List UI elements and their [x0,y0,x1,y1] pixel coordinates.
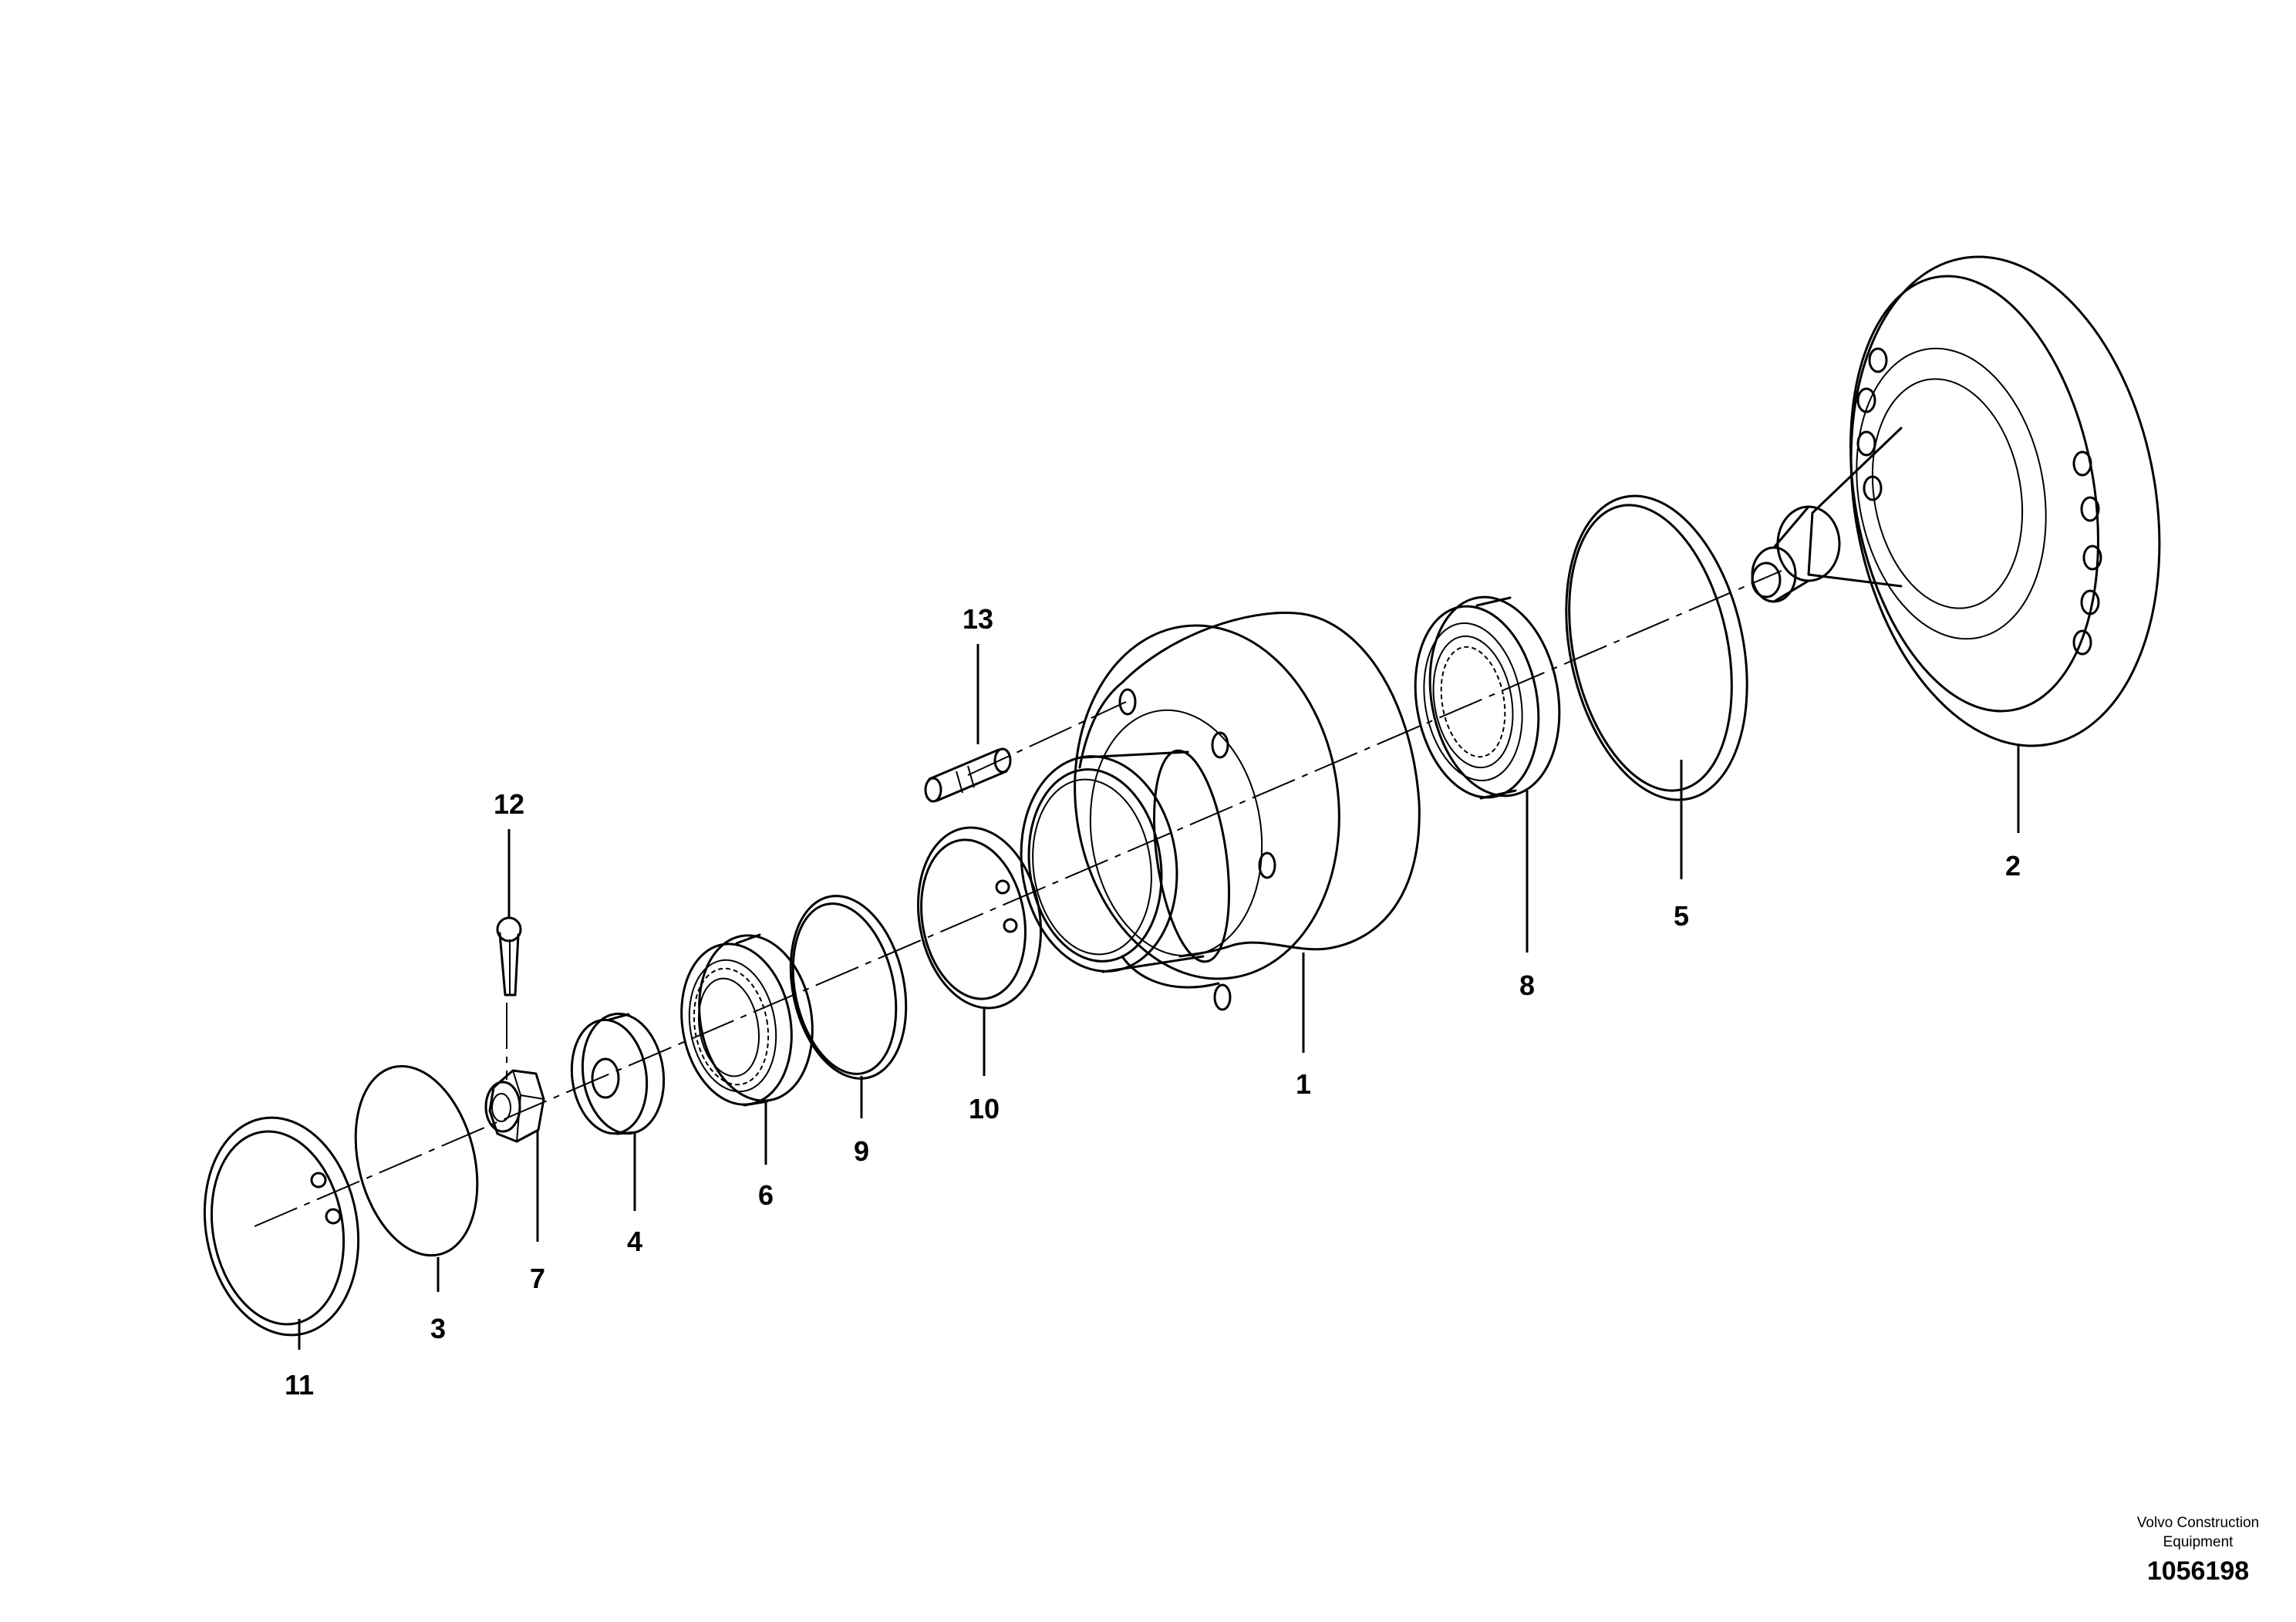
callout-6: 6 [758,1179,774,1211]
part-10-snap-ring [916,826,1043,1010]
flange-bolt-holes [1856,347,2102,656]
part-1-wheel-hub [1020,611,1421,1011]
callout-1: 1 [1296,1068,1311,1100]
part-3-cover-disc [354,1064,479,1257]
callout-13: 13 [963,603,993,635]
brand-line-1: Volvo Construction [2136,1515,2260,1531]
brand-label: Volvo Construction Equipment [2082,1513,2296,1552]
callout-2: 2 [2005,850,2021,882]
brand-line-2: Equipment [2163,1534,2234,1550]
callout-4: 4 [627,1226,642,1257]
callout-3: 3 [430,1313,446,1344]
callout-5: 5 [1674,900,1689,932]
callout-7: 7 [530,1263,545,1294]
pin-axis [967,701,1127,776]
callout-10: 10 [969,1093,1000,1125]
part-9-seal-ring [789,895,908,1080]
callout-12: 12 [494,788,524,820]
part-5-o-ring [1565,494,1748,801]
leader-lines [298,644,2020,1350]
part-8-roller-bearing [1414,595,1561,800]
part-11-retaining-ring [203,1116,360,1337]
callout-8: 8 [1519,969,1535,1001]
part-2-axle-flange [1751,255,2161,747]
assembly-axis [254,570,1782,1227]
part-13-dowel-pin [924,747,1012,803]
part-4-washer [570,1012,666,1135]
part-6-taper-bearing [680,933,814,1107]
callout-11: 11 [285,1369,314,1401]
document-number: 1056198 [2146,1556,2250,1586]
callout-labels: 1 2 3 4 5 6 7 8 9 10 11 12 13 [285,603,2021,1401]
part-12-cotter-pin [496,916,522,996]
callout-9: 9 [854,1135,869,1167]
